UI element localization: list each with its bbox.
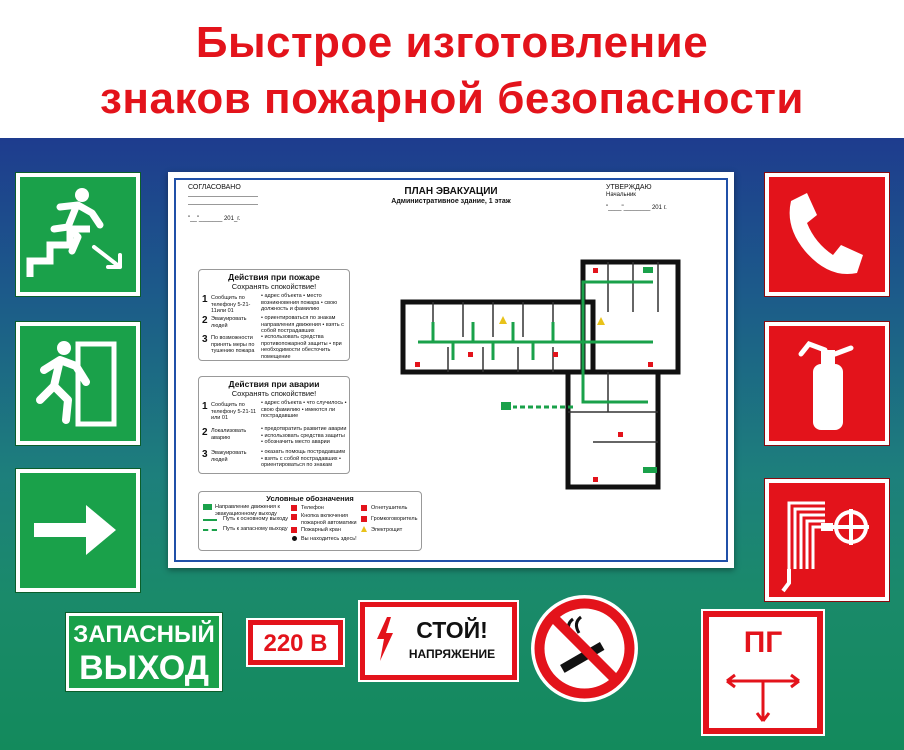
fire-hose-sign [765, 479, 889, 601]
step-number: 1 [202, 401, 208, 412]
running-man-door-icon [36, 341, 117, 427]
legend-item: Электрощит [371, 527, 403, 533]
step-bullets: • предотвратить развитие аварии • исполь… [261, 426, 347, 445]
lightning-icon [377, 617, 393, 661]
plan-title: ПЛАН ЭВАКУАЦИИ [404, 186, 498, 197]
legend-item: Огнетушитель [371, 505, 408, 511]
floor-plan-diagram [400, 259, 681, 490]
plan-agreed-date: "__"_______ 201_г. [188, 216, 241, 222]
exit-stairs-down-sign [16, 173, 140, 296]
legend-item: Кнопка включения пожарной автоматики [301, 513, 357, 526]
alarm-button-legend-icon [291, 514, 297, 520]
step-text: Сообщить по телефону 5-21-11или 01 [211, 295, 251, 314]
title-line-1: Быстрое изготовление [195, 18, 709, 67]
plan-approved-label: УТВЕРЖДАЮ [606, 184, 652, 191]
plan-approved-date: "____"________ 201 г. [606, 205, 667, 211]
step-number: 3 [202, 334, 208, 345]
extinguisher-legend-icon [361, 505, 367, 511]
signature-line [188, 204, 258, 205]
telephone-icon [789, 193, 863, 275]
fire-extinguisher-sign [765, 322, 889, 445]
fire-actions-box: Действия при пожаре Сохранять спокойстви… [198, 269, 350, 361]
legend-item: Пожарный кран [301, 527, 341, 533]
plan-subtitle: Административное здание, 1 этаж [391, 198, 511, 205]
plan-frame [174, 178, 728, 562]
legend-box: Условные обозначения Направление движени… [198, 491, 422, 551]
step-bullets: • адрес объекта • что случилось • свою ф… [261, 400, 347, 419]
step-number: 2 [202, 427, 208, 438]
electric-panel-legend-icon [361, 526, 367, 532]
legend-item: Телефон [301, 505, 324, 511]
voltage-text: 220 В [263, 630, 328, 657]
fire-hydrant-legend-icon [291, 527, 297, 533]
step-bullets: • ориентироваться по знакам направления … [261, 315, 344, 334]
voltage-plate: 220 В [248, 620, 343, 665]
step-bullets: • оказать помощь пострадавшим • взять с … [261, 449, 346, 468]
accident-actions-box: Действия при аварии Сохранять спокойстви… [198, 376, 350, 474]
accident-actions-title: Действия при аварии [228, 379, 320, 389]
legend-item: Громкоговоритель [371, 516, 418, 522]
legend-item: Путь к основному выходу [223, 516, 289, 522]
header: Быстрое изготовление знаков пожарной без… [0, 0, 904, 138]
fire-actions-subtitle: Сохранять спокойствие! [231, 282, 317, 291]
stop-text: СТОЙ! [416, 617, 488, 643]
exit-marker-icon [501, 402, 511, 410]
fire-hydrant-plate: ПГ [703, 611, 823, 734]
legend-item: Путь к запасному выходу [223, 526, 288, 532]
spare-exit-plate: ЗАПАСНЫЙ ВЫХОД [66, 613, 222, 691]
legend-exit-icon [203, 504, 212, 510]
step-text: По возможности принять меры по тушению п… [211, 335, 255, 354]
fire-phone-sign [765, 173, 889, 296]
spare-path-line-icon [203, 529, 217, 531]
hydrant-text: ПГ [743, 626, 783, 659]
step-text: Локализовать аварию [211, 428, 247, 441]
step-number: 2 [202, 315, 208, 326]
fire-hose-icon [781, 501, 869, 593]
accident-actions-subtitle: Сохранять спокойствие! [231, 389, 317, 398]
step-bullets: • использовать средства противопожарной … [261, 334, 342, 360]
evacuation-plan: СОГЛАСОВАНО "__"_______ 201_г. ПЛАН ЭВАК… [168, 172, 734, 568]
main-path-line-icon [203, 519, 217, 521]
legend-item: Направление движения к эвакуационному вы… [215, 504, 280, 517]
voltage-warning-text: НАПРЯЖЕНИЕ [408, 647, 496, 661]
legend-item: Вы находитесь здесь! [301, 536, 357, 542]
spare-exit-line-1: ЗАПАСНЫЙ [73, 621, 215, 648]
step-text: Сообщить по телефону 5-21-11 или 01 [211, 402, 257, 421]
running-man-stairs-icon [26, 188, 122, 277]
spare-exit-line-2: ВЫХОД [79, 649, 209, 687]
legend-title: Условные обозначения [266, 494, 354, 503]
you-are-here-icon [292, 536, 297, 541]
speaker-legend-icon [361, 516, 367, 522]
plan-approved-role: Начальник [606, 192, 636, 198]
step-text: Эвакуировать людей [211, 450, 247, 463]
phone-legend-icon [291, 505, 297, 511]
direction-arrow-sign [16, 469, 140, 592]
exit-door-sign [16, 322, 140, 445]
title-line-2: знаков пожарной безопасности [100, 74, 804, 123]
stop-voltage-plate: СТОЙ! НАПРЯЖЕНИЕ [360, 602, 517, 680]
step-number: 3 [202, 449, 208, 460]
signature-line [188, 196, 258, 197]
no-smoking-sign [531, 595, 638, 702]
direction-arrows-icon [726, 673, 800, 722]
no-smoking-icon [534, 598, 635, 699]
arrow-right-icon [34, 505, 116, 555]
extinguisher-icon [798, 341, 854, 430]
plan-agreed-label: СОГЛАСОВАНО [188, 184, 241, 191]
fire-actions-title: Действия при пожаре [228, 272, 320, 282]
step-number: 1 [202, 294, 208, 305]
step-text: Эвакуировать людей [211, 316, 247, 329]
step-bullets: • адрес объекта • место возникновения по… [261, 293, 338, 312]
